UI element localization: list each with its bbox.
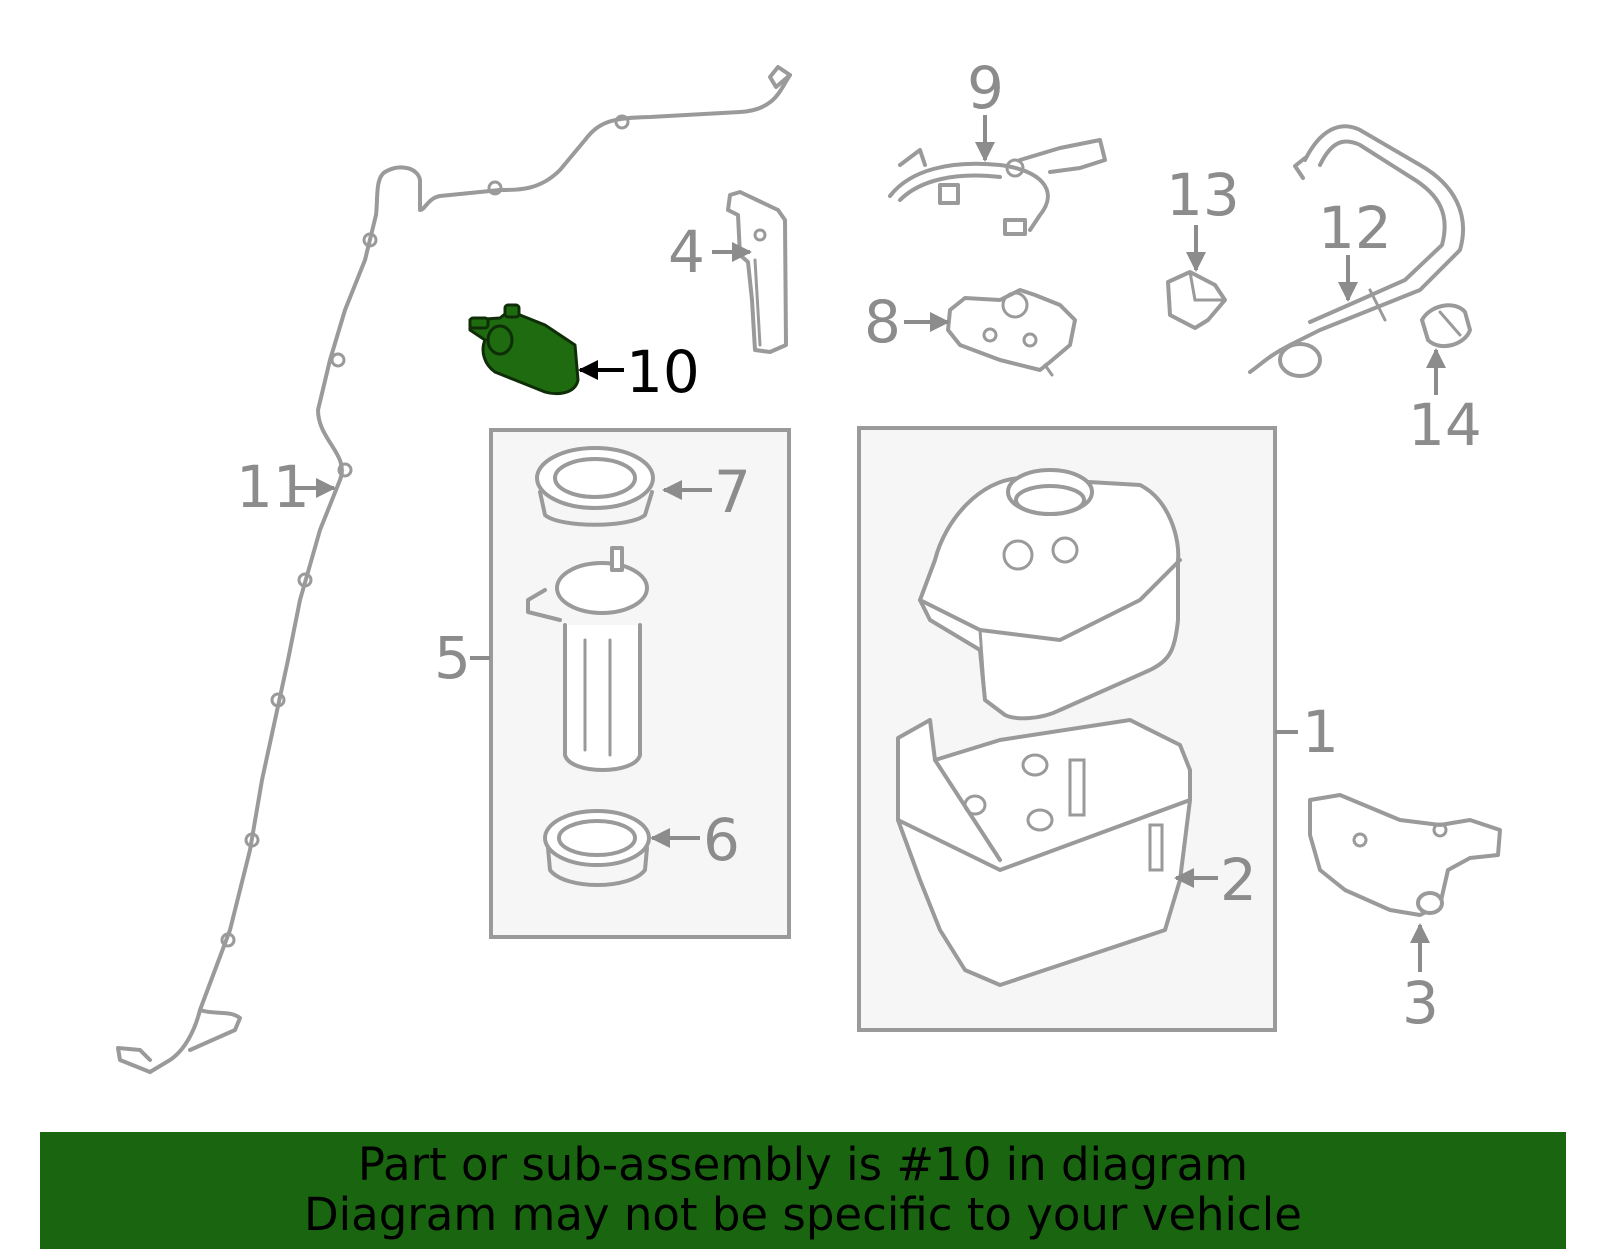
part-13-sensor[interactable] [1166, 270, 1227, 330]
banner-line-1: Part or sub-assembly is #10 in diagram [357, 1138, 1249, 1191]
part-10-pump[interactable] [468, 303, 580, 395]
callout-10[interactable]: 10 [626, 338, 700, 406]
part-6-seal[interactable] [543, 809, 651, 887]
callout-12[interactable]: 12 [1318, 194, 1392, 262]
part-3-bracket[interactable] [1308, 793, 1502, 917]
callout-2[interactable]: 2 [1220, 846, 1257, 914]
callout-11[interactable]: 11 [236, 453, 310, 521]
part-9-wiring-bracket[interactable] [888, 138, 1107, 236]
part-4-bracket[interactable] [726, 190, 788, 354]
part-5-pump-module[interactable] [526, 546, 649, 772]
part-1-tank[interactable] [918, 468, 1182, 721]
part-12-filler-tube[interactable] [1248, 124, 1466, 378]
part-14-cap[interactable] [1420, 303, 1472, 349]
banner-line-2: Diagram may not be specific to your vehi… [304, 1188, 1302, 1241]
info-banner: Part or sub-assembly is #10 in diagram D… [40, 1132, 1566, 1249]
callout-5[interactable]: 5 [434, 624, 471, 692]
part-2-shield[interactable] [896, 718, 1192, 987]
callout-7[interactable]: 7 [714, 458, 751, 526]
part-7-lock-ring[interactable] [535, 446, 655, 527]
callout-8[interactable]: 8 [864, 288, 901, 356]
part-11-harness[interactable] [116, 65, 792, 1074]
callout-4[interactable]: 4 [668, 218, 705, 286]
callout-6[interactable]: 6 [703, 806, 740, 874]
callout-13[interactable]: 13 [1166, 161, 1240, 229]
part-8-valve[interactable] [946, 288, 1077, 377]
callout-1[interactable]: 1 [1302, 698, 1339, 766]
callout-14[interactable]: 14 [1408, 391, 1482, 459]
callout-9[interactable]: 9 [967, 54, 1004, 122]
callout-3[interactable]: 3 [1402, 969, 1439, 1037]
